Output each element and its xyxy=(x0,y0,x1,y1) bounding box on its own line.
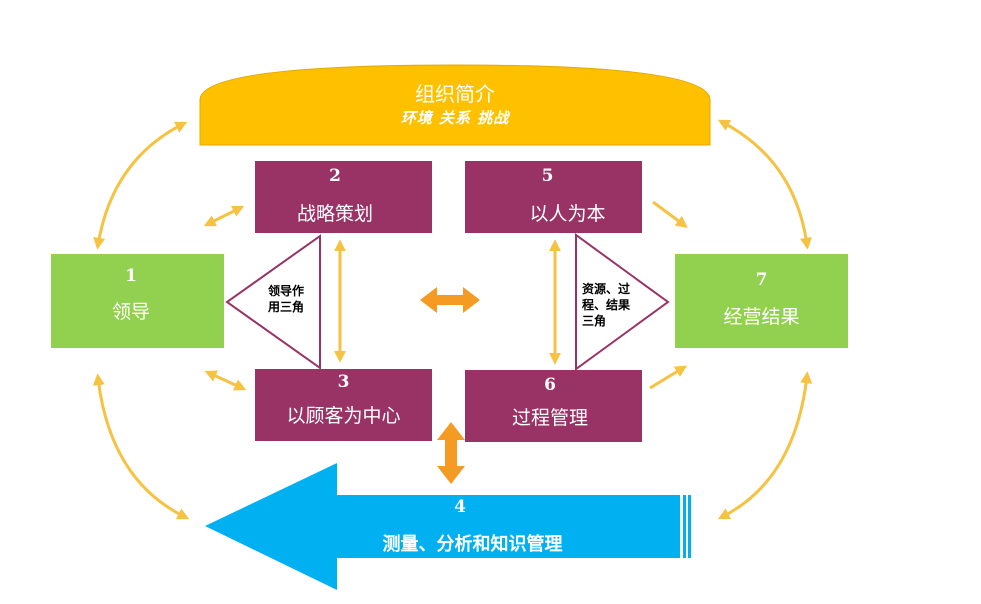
results-triangle-line2: 程、结果 xyxy=(582,298,631,312)
profile-title: 组织简介 xyxy=(415,82,495,106)
arrow-process-results xyxy=(649,365,688,390)
leadership-number: 1 xyxy=(125,266,137,286)
results-label: 经营结果 xyxy=(723,306,800,328)
curve-arrow-leadership-profile xyxy=(93,121,188,250)
results-triangle-label: 资源、过 程、结果 三角 xyxy=(582,281,652,329)
measurement-number: 4 xyxy=(454,497,466,517)
process-number: 6 xyxy=(544,375,556,395)
measurement-label: 测量、分析和知识管理 xyxy=(382,534,563,555)
arrow-center-horizontal xyxy=(420,287,480,313)
curve-arrow-profile-results xyxy=(717,119,812,250)
leadership-triangle-line1: 领导作 xyxy=(268,284,305,298)
people-box xyxy=(465,161,642,233)
measurement-arrow xyxy=(205,463,691,590)
profile-banner xyxy=(199,64,711,146)
arrow-leadership-customer xyxy=(204,370,247,391)
results-triangle-line1: 资源、过 xyxy=(582,282,631,296)
people-label: 以人为本 xyxy=(529,203,606,225)
strategy-number: 2 xyxy=(329,166,341,186)
arrow-people-results xyxy=(652,200,688,228)
leadership-triangle-line2: 用三角 xyxy=(268,300,305,314)
profile-subtitle: 环境 关系 挑战 xyxy=(400,109,510,127)
customer-number: 3 xyxy=(337,372,350,392)
results-box xyxy=(675,254,848,348)
results-triangle-line3: 三角 xyxy=(582,314,607,328)
leadership-box xyxy=(51,254,224,348)
strategy-box xyxy=(255,161,432,233)
process-box xyxy=(465,370,642,442)
arrow-leadership-strategy xyxy=(203,205,245,227)
leadership-triangle-label: 领导作 用三角 xyxy=(268,283,318,315)
results-number: 7 xyxy=(755,270,768,290)
process-label: 过程管理 xyxy=(511,407,588,429)
leadership-label: 领导 xyxy=(111,301,150,323)
leadership-triangle xyxy=(225,234,321,370)
arrow-process-measurement xyxy=(437,422,465,484)
strategy-label: 战略策划 xyxy=(296,203,373,225)
people-number: 5 xyxy=(541,166,554,186)
results-triangle xyxy=(575,233,670,371)
curve-arrow-results-measurement xyxy=(717,371,813,520)
curve-arrow-leadership-measurement xyxy=(92,373,190,520)
customer-label: 以顾客为中心 xyxy=(286,405,401,427)
customer-box xyxy=(255,369,432,441)
